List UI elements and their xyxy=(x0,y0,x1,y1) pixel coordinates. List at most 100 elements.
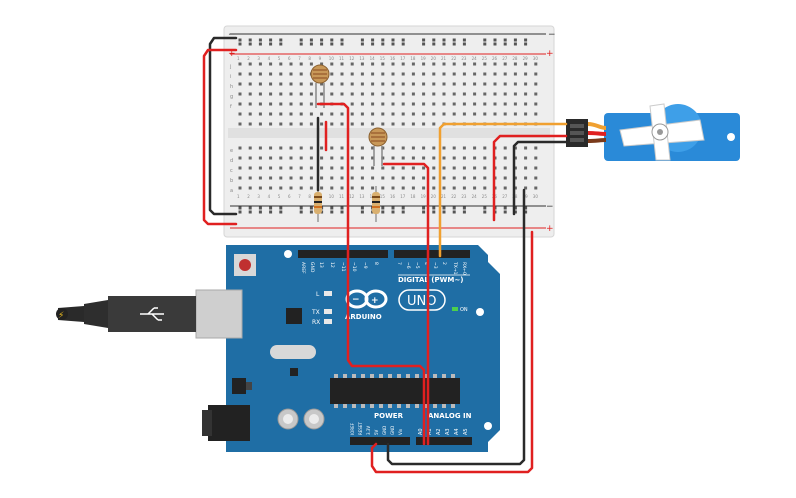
breadboard-hole xyxy=(309,122,313,126)
breadboard-hole xyxy=(340,62,344,66)
breadboard-hole xyxy=(411,82,415,86)
breadboard-hole xyxy=(473,102,477,106)
row-letter: a xyxy=(230,188,233,194)
breadboard-hole xyxy=(513,210,517,214)
breadboard-hole xyxy=(371,38,375,42)
usb-symbol-icon xyxy=(140,307,164,321)
row-letter: i xyxy=(230,74,231,80)
rail-bottom-plus-sign: + xyxy=(546,224,554,234)
breadboard-hole xyxy=(503,176,507,180)
column-number: 27 xyxy=(502,56,508,61)
breadboard-hole xyxy=(513,72,517,76)
breadboard-hole xyxy=(309,42,313,46)
breadboard-hole xyxy=(340,210,344,214)
breadboard-hole xyxy=(371,112,375,116)
pin-label: A1 xyxy=(427,428,433,435)
pin-label: A3 xyxy=(445,428,451,435)
rx-led xyxy=(324,319,332,324)
rail-top-plus-sign: + xyxy=(546,49,554,59)
breadboard-hole xyxy=(330,82,334,86)
breadboard-hole xyxy=(289,62,293,66)
row-letter: e xyxy=(230,148,233,154)
chip-pin xyxy=(379,404,383,408)
breadboard-hole xyxy=(524,156,528,160)
chip-pin xyxy=(451,404,455,408)
breadboard-hole xyxy=(411,102,415,106)
breadboard-hole xyxy=(258,72,262,76)
breadboard-hole xyxy=(299,62,303,66)
pin-label: 4 xyxy=(423,262,429,265)
chip-pin xyxy=(343,404,347,408)
breadboard-hole xyxy=(391,72,395,76)
breadboard-hole xyxy=(309,176,313,180)
breadboard-hole xyxy=(269,112,273,116)
breadboard-hole xyxy=(422,112,426,116)
l-led-label: L xyxy=(316,291,320,298)
breadboard-hole xyxy=(299,146,303,150)
wire-board-5v xyxy=(370,230,534,474)
breadboard-hole xyxy=(279,156,283,160)
breadboard-hole xyxy=(289,146,293,150)
breadboard-hole xyxy=(371,176,375,180)
breadboard-hole xyxy=(462,82,466,86)
breadboard-hole xyxy=(483,176,487,180)
breadboard-hole xyxy=(279,166,283,170)
breadboard-hole xyxy=(411,92,415,96)
breadboard-hole xyxy=(269,72,273,76)
breadboard-hole xyxy=(534,112,538,116)
photoresistor xyxy=(368,127,388,166)
breadboard-hole xyxy=(473,62,477,66)
breadboard-hole xyxy=(289,166,293,170)
breadboard-hole xyxy=(452,102,456,106)
breadboard-hole xyxy=(534,102,538,106)
column-number: 20 xyxy=(431,194,437,199)
breadboard-hole xyxy=(279,42,283,46)
breadboard-hole xyxy=(401,92,405,96)
breadboard-hole xyxy=(422,42,426,46)
breadboard-hole xyxy=(258,82,262,86)
breadboard-hole xyxy=(381,82,385,86)
usb-cable: ⚡ xyxy=(56,289,243,339)
breadboard-hole xyxy=(360,186,364,190)
breadboard-hole xyxy=(513,82,517,86)
breadboard-hole xyxy=(248,102,252,106)
arduino-brand: ARDUINO xyxy=(345,313,382,321)
breadboard-hole xyxy=(289,156,293,160)
column-number: 6 xyxy=(288,56,291,61)
chip-pin xyxy=(388,374,392,378)
breadboard-hole xyxy=(309,62,313,66)
breadboard-hole xyxy=(350,166,354,170)
breadboard-hole xyxy=(411,122,415,126)
reset-button-cap[interactable] xyxy=(239,259,251,271)
breadboard-hole xyxy=(279,146,283,150)
column-number: 18 xyxy=(410,194,416,199)
breadboard-hole xyxy=(513,112,517,116)
breadboard-hole xyxy=(279,38,283,42)
chip-pin xyxy=(424,404,428,408)
breadboard-hole xyxy=(493,102,497,106)
l-led xyxy=(324,291,332,296)
pin-label: 12 xyxy=(329,262,335,268)
breadboard-hole xyxy=(248,72,252,76)
column-number: 20 xyxy=(431,56,437,61)
breadboard-hole xyxy=(503,112,507,116)
breadboard-hole xyxy=(340,112,344,116)
breadboard-hole xyxy=(258,210,262,214)
breadboard-hole xyxy=(330,176,334,180)
chip-pin xyxy=(343,374,347,378)
breadboard-hole xyxy=(473,92,477,96)
breadboard-hole xyxy=(432,102,436,106)
breadboard-hole xyxy=(289,122,293,126)
breadboard-hole xyxy=(432,166,436,170)
breadboard-hole xyxy=(258,42,262,46)
breadboard-hole xyxy=(330,146,334,150)
breadboard-hole xyxy=(279,112,283,116)
column-number: 28 xyxy=(512,56,518,61)
digital-header-left xyxy=(298,250,388,258)
wire-servo-ground xyxy=(512,140,568,216)
breadboard-hole xyxy=(330,186,334,190)
breadboard-hole xyxy=(442,62,446,66)
breadboard-hole xyxy=(330,72,334,76)
breadboard-hole xyxy=(350,72,354,76)
